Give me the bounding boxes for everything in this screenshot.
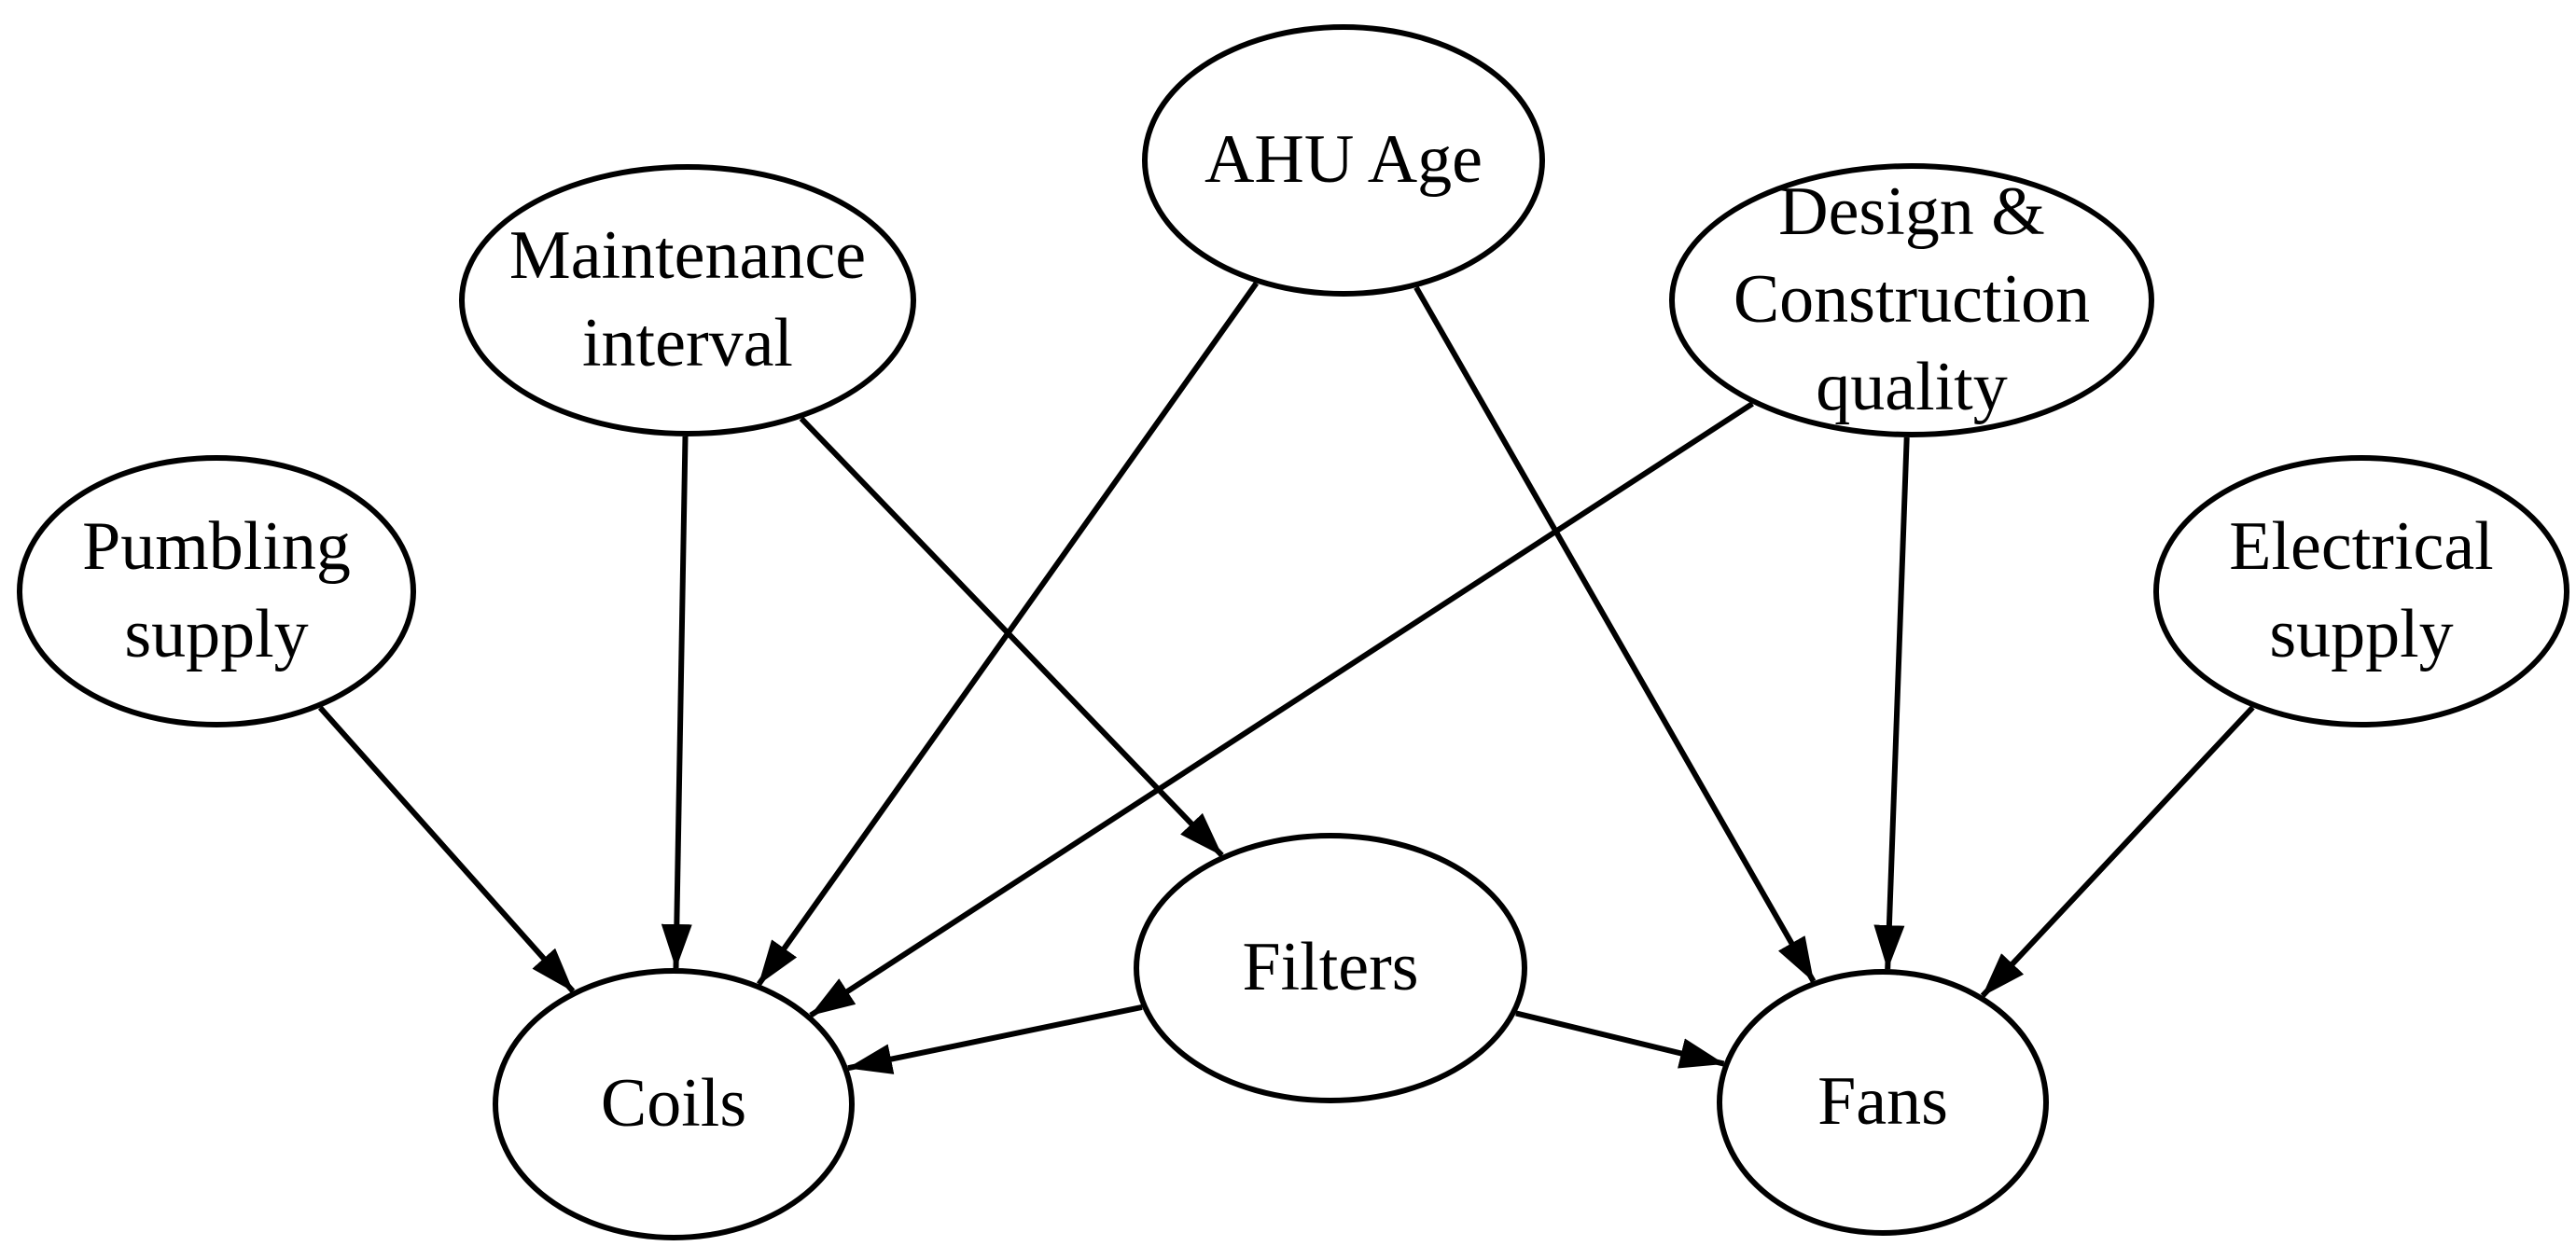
node-label-pumbling-supply: Pumbling supply <box>82 508 351 672</box>
node-label-ahu-age: AHU Age <box>1204 121 1483 199</box>
edge-pumbling-supply-to-coils <box>317 705 576 993</box>
node-ellipse-filters: Filters <box>1134 833 1527 1103</box>
node-ellipse-pumbling-supply: Pumbling supply <box>17 455 416 727</box>
edge-maintenance-interval-to-filters <box>799 416 1224 858</box>
node-label-coils: Coils <box>600 1065 747 1142</box>
edge-electrical-supply-to-fans <box>1980 705 2255 998</box>
node-ellipse-electrical-supply: Electrical supply <box>2153 455 2569 727</box>
edge-maintenance-interval-to-coils <box>661 436 692 969</box>
node-ellipse-maintenance-interval: Maintenance interval <box>459 164 916 436</box>
edge-ahu-age-to-fans <box>1413 285 1817 983</box>
node-ellipse-ahu-age: AHU Age <box>1142 24 1545 297</box>
node-label-design-construction-quality: Design & Construction quality <box>1733 173 2091 425</box>
node-label-fans: Fans <box>1817 1063 1948 1141</box>
edge-design-construction-quality-to-coils <box>809 401 1754 1018</box>
edge-filters-to-fans <box>1515 1010 1725 1069</box>
node-ellipse-fans: Fans <box>1717 969 2049 1236</box>
edge-ahu-age-to-coils <box>756 281 1260 986</box>
edge-filters-to-coils <box>847 1004 1143 1074</box>
node-ellipse-design-construction-quality: Design & Construction quality <box>1669 163 2154 437</box>
node-label-filters: Filters <box>1242 929 1419 1006</box>
node-label-maintenance-interval: Maintenance interval <box>508 217 867 381</box>
node-ellipse-coils: Coils <box>493 968 855 1240</box>
node-label-electrical-supply: Electrical supply <box>2229 508 2494 672</box>
edge-design-construction-quality-to-fans <box>1873 436 1910 971</box>
